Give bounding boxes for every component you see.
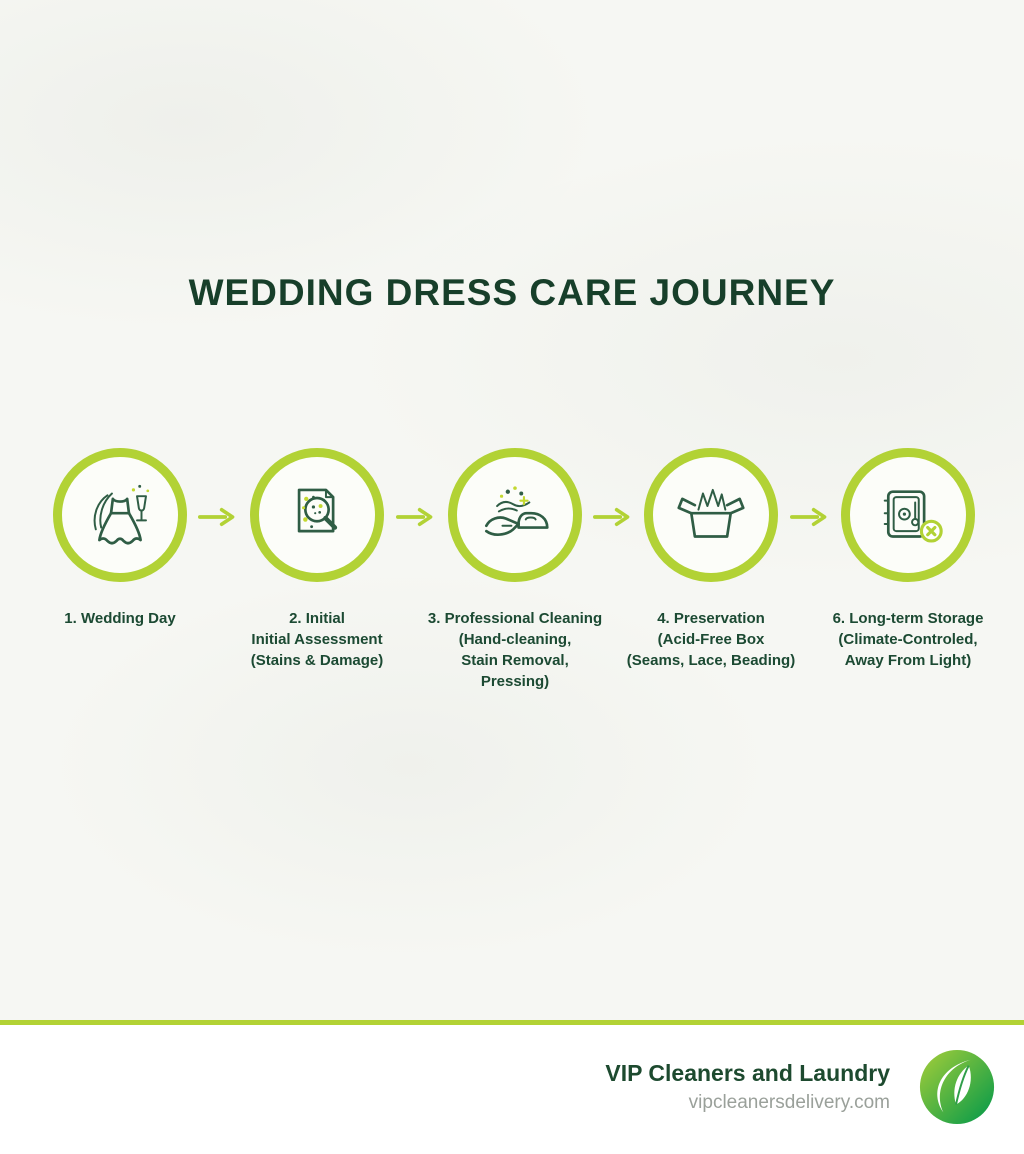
right-arrow-icon: [790, 507, 827, 527]
step-label-2: 2. Initial Initial Assessment (Stains & …: [250, 610, 384, 669]
step-circle-5: [841, 448, 975, 582]
step-circle-4: [644, 448, 778, 582]
step-circle-3: [448, 448, 582, 582]
step-label-4: 4. Preservation (Acid-Free Box (Seams, L…: [626, 610, 796, 669]
page-title: WEDDING DRESS CARE JOURNEY: [188, 272, 836, 313]
website-url: vipcleanersdelivery.com: [688, 1092, 890, 1113]
step-label-3: 3. Professional Cleaning (Hand-cleaning,…: [427, 610, 603, 690]
brand-name: VIP Cleaners and Laundry: [605, 1060, 890, 1086]
preservation-box-icon: [677, 488, 745, 538]
leaf-logo: [919, 1049, 995, 1125]
footer-divider: [0, 1020, 1024, 1025]
right-arrow-icon: [396, 507, 433, 527]
step-circle-1: [53, 448, 187, 582]
step-label-5: 6. Long-term Storage (Climate-Controled,…: [832, 610, 984, 669]
wedding-dress-icon: [93, 484, 150, 545]
right-arrow-icon: [198, 507, 235, 527]
assessment-document-magnifier-icon: [297, 488, 338, 533]
footer: [0, 1025, 1024, 1154]
step-circle-2: [250, 448, 384, 582]
right-arrow-icon: [593, 507, 630, 527]
footer-text: VIP Cleaners and Laundry vipcleanersdeli…: [605, 1060, 890, 1114]
step-label-1: 1. Wedding Day: [64, 610, 176, 627]
hand-cleaning-iron-icon: [484, 486, 549, 536]
storage-cabinet-icon: [883, 490, 943, 543]
